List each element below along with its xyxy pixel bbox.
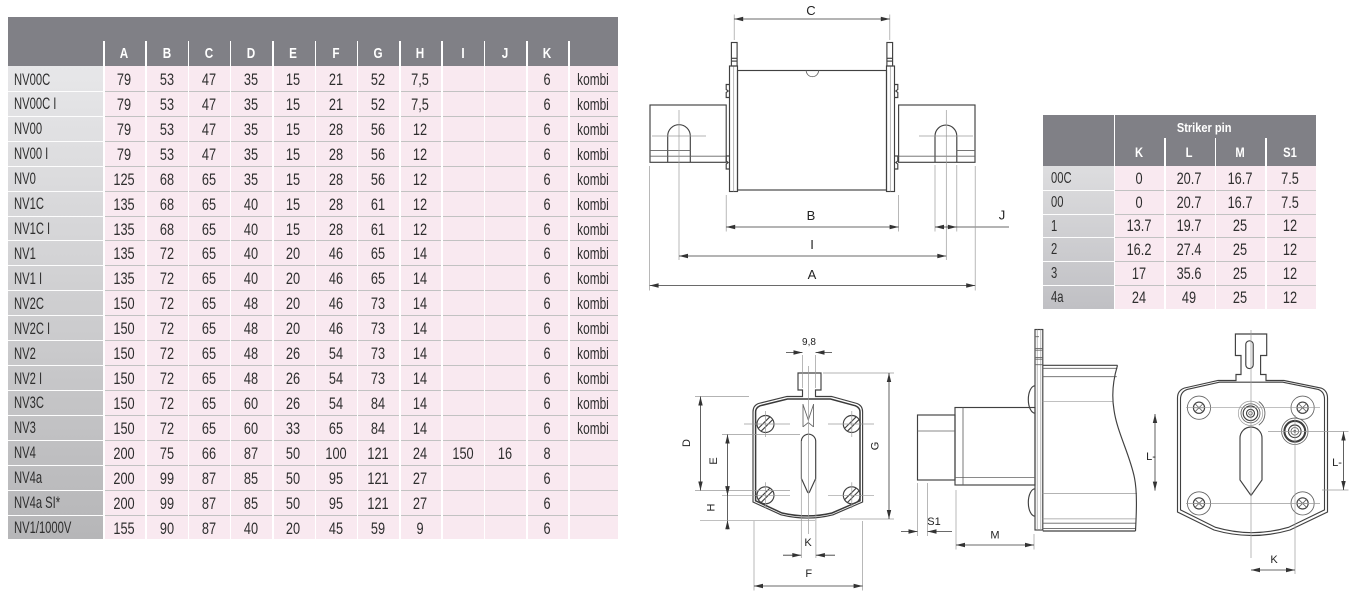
svg-text:M: M <box>990 530 999 542</box>
svg-text:A: A <box>808 267 817 282</box>
svg-text:J: J <box>999 208 1006 223</box>
svg-text:L-: L- <box>1146 451 1156 463</box>
svg-text:S1: S1 <box>927 516 940 528</box>
svg-text:G: G <box>870 442 882 451</box>
svg-text:H: H <box>706 503 718 511</box>
svg-text:K: K <box>1270 554 1278 566</box>
svg-text:B: B <box>807 208 816 223</box>
svg-text:K: K <box>804 537 812 549</box>
svg-text:C: C <box>806 3 815 18</box>
svg-text:L-: L- <box>1332 457 1342 469</box>
svg-text:E: E <box>708 457 720 464</box>
svg-text:F: F <box>805 568 812 580</box>
svg-text:I: I <box>810 237 814 252</box>
svg-text:9,8: 9,8 <box>802 337 816 348</box>
svg-text:D: D <box>681 439 693 447</box>
